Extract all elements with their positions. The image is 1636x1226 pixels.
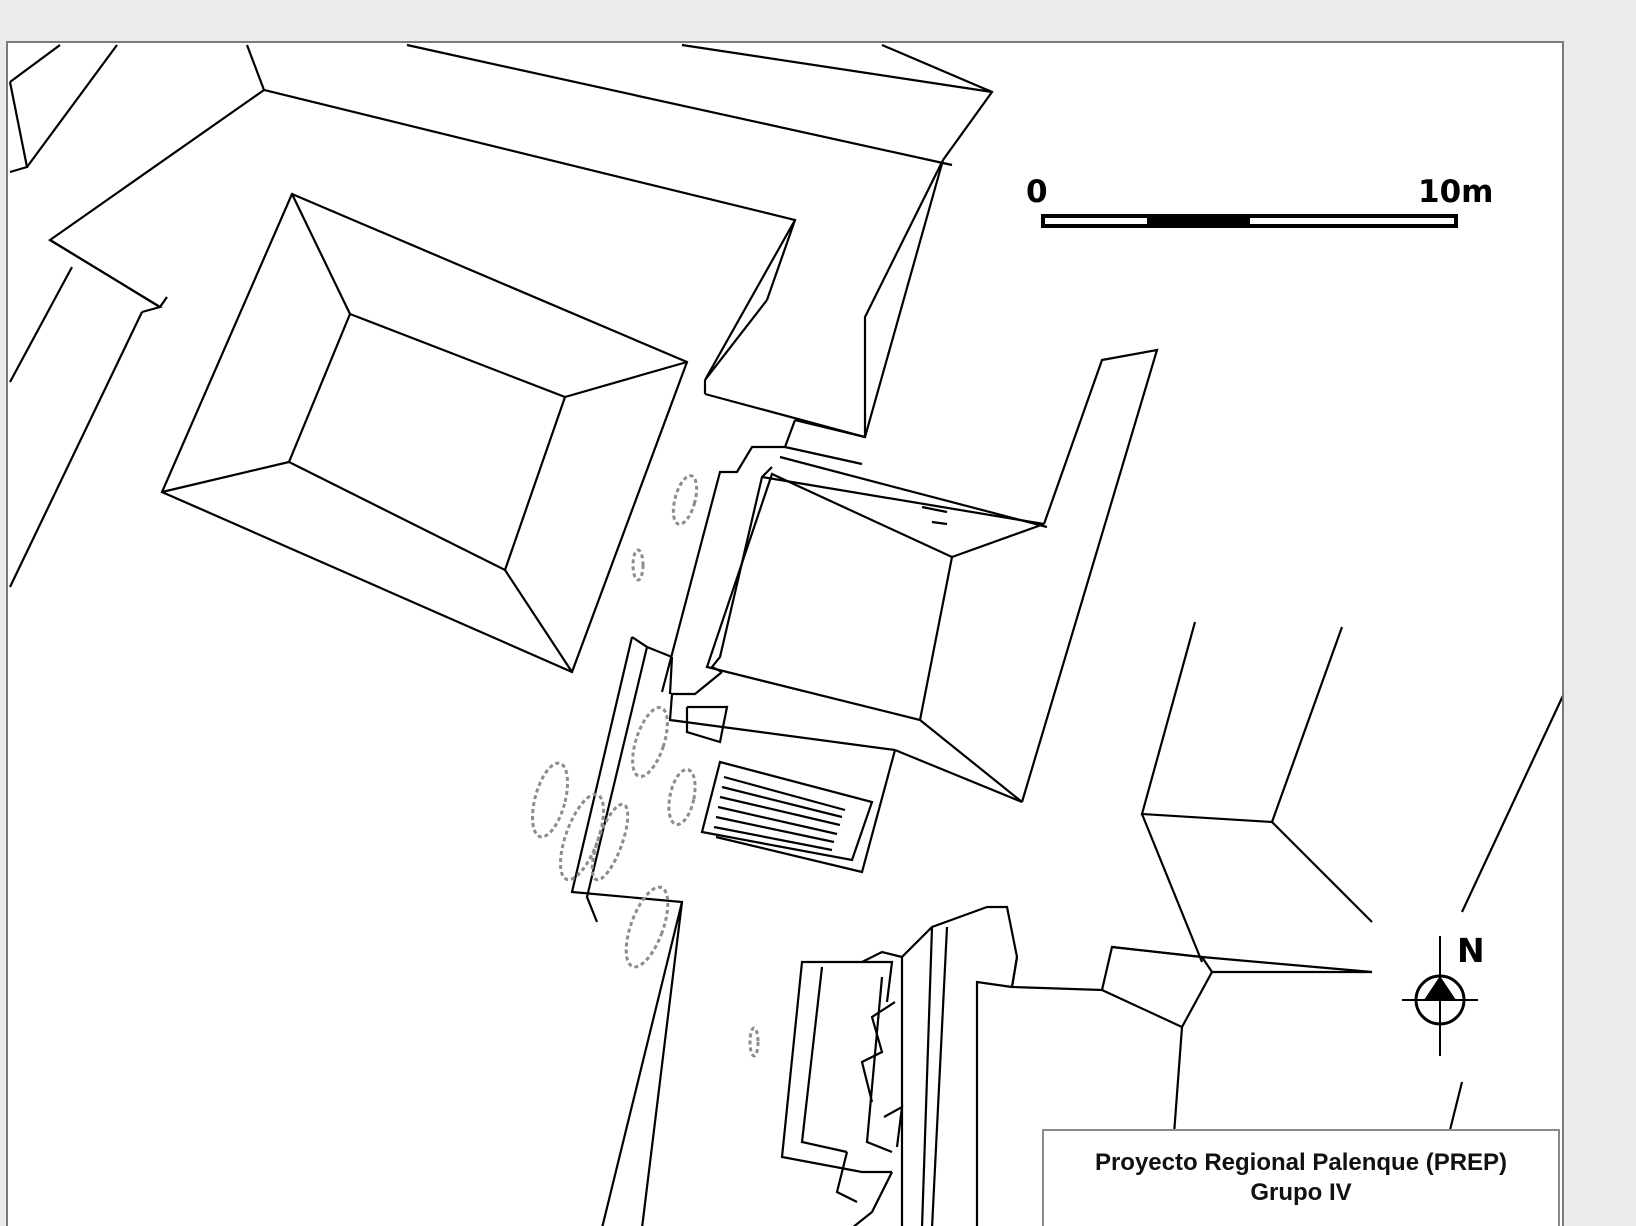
central-temple (660, 348, 1159, 874)
burial-shading-group (530, 474, 760, 1058)
lower-right-complex (780, 905, 1372, 1226)
building-upper-right (703, 43, 994, 439)
scale-segment-white-1 (1045, 218, 1147, 224)
scale-segment-white-2 (1250, 218, 1352, 224)
causeway-wall (570, 636, 684, 1226)
north-arrow-icon (1402, 936, 1478, 1056)
project-title: Proyecto Regional Palenque (PREP) (1094, 1149, 1508, 1176)
group-title: Grupo IV (1250, 1179, 1352, 1206)
scale-end-label: 10m (1418, 174, 1494, 210)
scale-segment-white-3 (1352, 218, 1454, 224)
stairway (685, 705, 874, 862)
scale-bar: 0 10m (1022, 174, 1522, 244)
scale-start-label: 0 (1026, 174, 1048, 210)
building-upper-left (47, 43, 993, 381)
title-block: Proyecto Regional Palenque (PREP) Grupo … (1042, 1129, 1560, 1226)
north-label: N (1457, 931, 1485, 970)
scale-bar-icon (1041, 214, 1458, 228)
building-far-left (8, 44, 143, 588)
map-sheet: 0 10m N Proyecto Regional Palenque (PREP… (6, 41, 1564, 1226)
scale-segment-black (1147, 218, 1250, 224)
pyramid-main (160, 192, 689, 674)
site-plan-drawing (8, 43, 1562, 1226)
building-right-plaza (1140, 621, 1562, 1143)
